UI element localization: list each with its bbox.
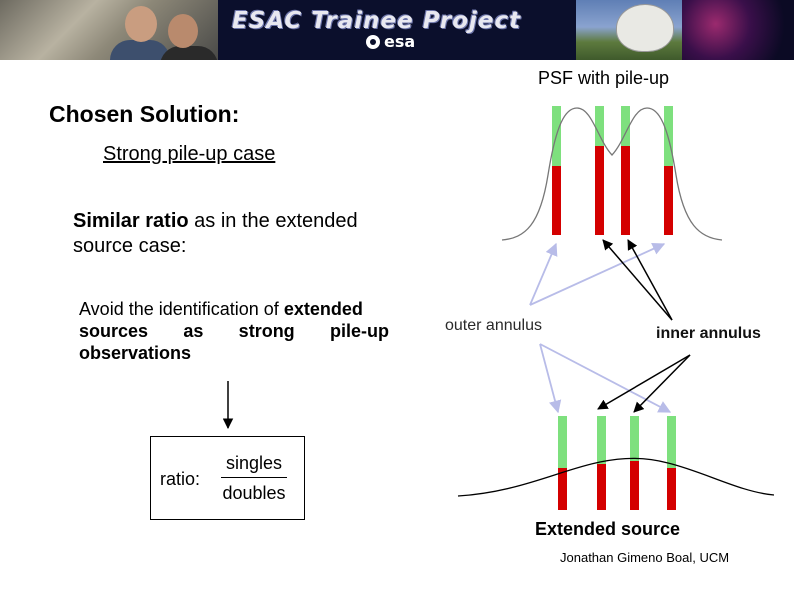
banner-photo-people — [0, 0, 218, 60]
avoid-line2: sources as strong pile-up — [79, 321, 389, 341]
avoid-line1: Avoid the identification of extended — [79, 298, 389, 320]
psf-bar-2-green — [595, 106, 604, 146]
esa-logo-text: esa — [384, 32, 416, 51]
ext-bar-1-red — [558, 468, 567, 510]
ratio-formula-box: ratio: singles doubles — [150, 436, 305, 520]
similar-ratio-text: Similar ratio as in the extended source … — [73, 209, 358, 259]
extended-bars — [558, 416, 676, 510]
psf-title: PSF with pile-up — [538, 68, 670, 88]
header-banner: ESAC Trainee Project esa — [0, 0, 794, 60]
ext-bar-4-green — [667, 416, 676, 468]
ext-bar-1-green — [558, 416, 567, 468]
similar-ratio-bold: Similar ratio — [73, 210, 189, 232]
psf-bar-1-red — [552, 166, 561, 235]
inner-arrow-psf-right — [627, 239, 673, 321]
ext-bar-2-green — [597, 416, 606, 464]
outer-annulus-label: outer annulus — [445, 317, 542, 334]
person-2-body — [160, 46, 218, 60]
esa-logo: esa — [366, 32, 415, 51]
psf-bar-4-green — [664, 106, 673, 166]
author-credit: Jonathan Gimeno Boal, UCM — [560, 550, 730, 565]
outer-arrow-ext-left — [539, 343, 562, 414]
esa-logo-icon — [366, 34, 380, 49]
banner-galaxy-image — [682, 0, 794, 60]
psf-bar-4-red — [664, 166, 673, 235]
ext-bar-3-red — [630, 461, 639, 510]
outer-arrow-ext-right — [539, 343, 672, 413]
extended-source-curve — [457, 457, 775, 497]
psf-bar-3-green — [621, 106, 630, 146]
ratio-denominator: doubles — [222, 483, 286, 503]
outer-arrow-psf-left — [529, 242, 558, 306]
slide-heading: Chosen Solution: — [49, 101, 240, 127]
banner-title: ESAC Trainee Project — [232, 8, 522, 34]
inner-arrow-ext-left — [597, 354, 691, 410]
ratio-numerator: singles — [225, 453, 283, 473]
psf-pileup-curve — [501, 107, 723, 241]
ext-bar-3-green — [630, 416, 639, 461]
extended-source-title: Extended source — [535, 519, 681, 539]
similar-ratio-rest: as in the extended — [188, 210, 358, 232]
antenna-dish-icon — [616, 4, 674, 52]
ratio-label: ratio: — [160, 469, 201, 489]
banner-title-area — [218, 0, 576, 60]
psf-bar-2-red — [595, 146, 604, 235]
inner-arrow-psf-left — [602, 239, 673, 321]
ext-bar-4-red — [667, 468, 676, 510]
similar-ratio-line2: source case: — [73, 235, 187, 257]
psf-bars — [552, 106, 673, 235]
avoid-line3: observations — [79, 343, 192, 363]
avoid-pre: Avoid the identification of — [79, 299, 284, 319]
person-1-body — [110, 40, 170, 60]
ratio-fraction: singles doubles — [221, 453, 287, 504]
outer-arrow-psf-right — [529, 242, 666, 306]
person-1-head — [125, 6, 157, 42]
psf-bar-3-red — [621, 146, 630, 235]
fraction-bar — [221, 477, 287, 478]
inner-arrow-ext-right — [633, 354, 691, 413]
person-2-head — [168, 14, 198, 48]
avoid-text: Avoid the identification of extended sou… — [79, 298, 389, 364]
ext-bar-2-red — [597, 464, 606, 510]
inner-annulus-label: inner annulus — [656, 325, 761, 342]
slide-subheading: Strong pile-up case — [103, 143, 276, 165]
avoid-bold: extended — [283, 299, 363, 319]
